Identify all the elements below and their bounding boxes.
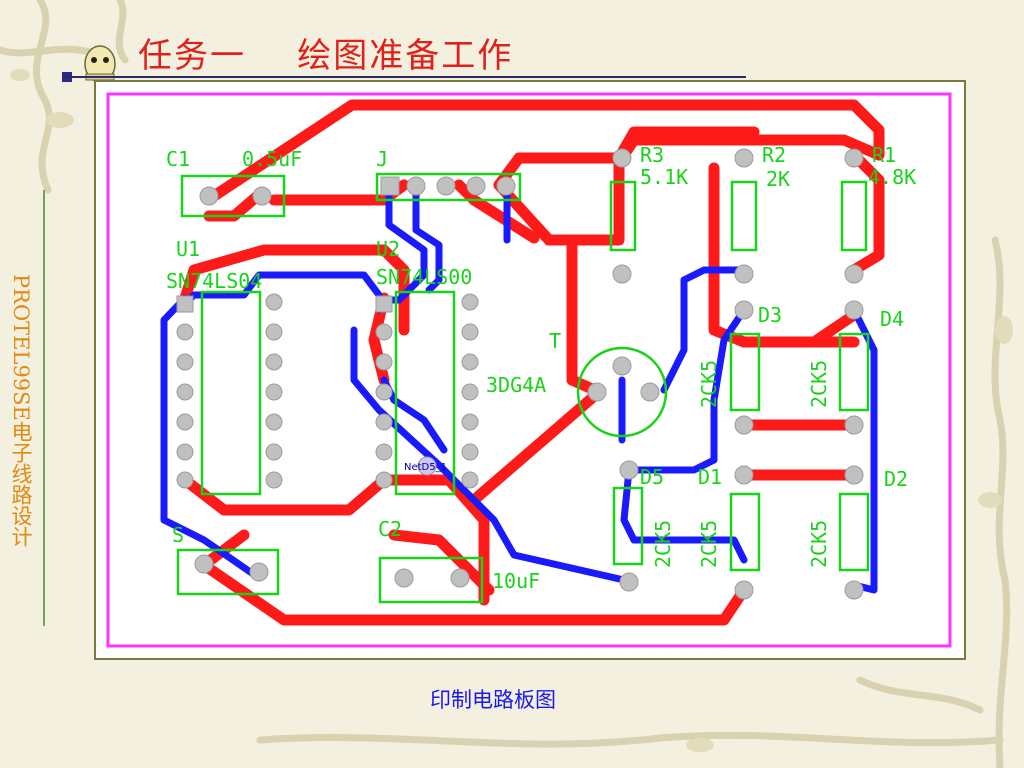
u1-outline [200,290,262,496]
keepout-border [106,92,952,648]
label-r1: R1 [872,143,896,167]
label-r2: R2 [762,143,786,167]
label-d2-part: 2CK5 [807,520,831,568]
label-d4: D4 [880,307,904,331]
label-r3: R3 [640,143,664,167]
r1-outline [840,180,868,252]
label-d2: D2 [884,467,908,491]
bottom-layer-traces [160,184,878,594]
label-t-part: 3DG4A [486,373,546,397]
label-d3: D3 [758,303,782,327]
d4-outline [838,332,870,412]
r2-outline [730,180,758,252]
label-c2-value: 10uF [492,569,540,593]
slide-title: 任务一 绘图准备工作 [138,36,514,76]
pcb-board: C1 0.5uF J U1 SN74LS04 U2 SN74LS00 R3 5.… [106,92,952,648]
figure-caption: 印制电路板图 [430,688,556,712]
t-outline [576,346,668,438]
label-d1-part: 2CK5 [697,520,721,568]
side-divider [43,190,45,626]
label-r2-value: 2K [766,167,790,191]
r3-outline [609,180,637,252]
label-u2-part: SN74LS00 [376,265,472,289]
side-label: PROTEL99SE电子线路设计 [9,274,33,547]
label-d1: D1 [698,465,722,489]
s-outline [176,548,280,596]
c1-outline [180,174,286,218]
d5-outline [612,486,644,566]
d2-outline [838,492,870,572]
label-r3-value: 5.1K [640,165,688,189]
label-u1-part: SN74LS04 [166,269,262,293]
title-underline [62,76,746,78]
d1-outline [729,492,761,572]
c2-outline [378,556,484,604]
pads [176,148,864,600]
label-c2: C2 [378,517,402,541]
label-c1: C1 [166,147,190,171]
label-t: T [549,329,561,353]
silkscreen-outlines [176,172,870,604]
label-c1-value: 0.5uF [242,147,302,171]
label-r1-value: 4.8K [868,165,916,189]
label-d5: D5 [640,465,664,489]
label-d5-part: 2CK5 [651,520,675,568]
label-net: NetD5_1 [404,462,447,473]
label-u1: U1 [176,237,200,261]
label-s: S [172,523,184,547]
label-j: J [376,147,388,171]
u2-outline [394,290,456,496]
label-u2: U2 [376,237,400,261]
label-d4-part: 2CK5 [807,360,831,408]
d3-outline [729,332,761,412]
j-outline [375,172,522,202]
label-d3-part: 2CK5 [697,360,721,408]
